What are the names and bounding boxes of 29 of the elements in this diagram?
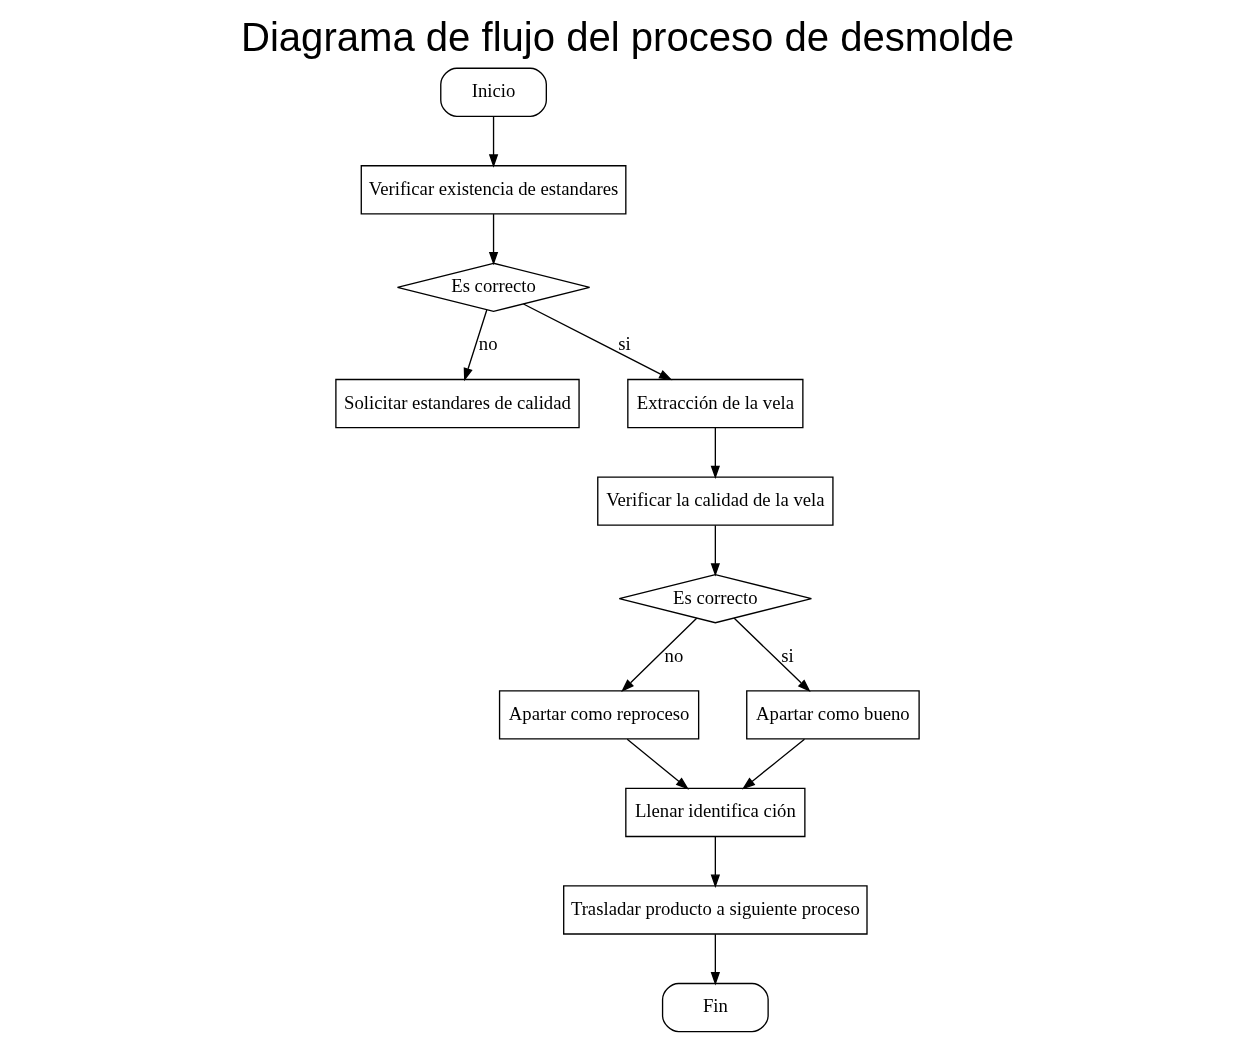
arrow <box>488 115 498 168</box>
arrow <box>710 933 720 986</box>
node-diamond: Es correcto <box>618 573 812 624</box>
arrow <box>522 303 672 381</box>
node-box: Extracción de la vela <box>626 378 804 429</box>
edge-label: no <box>664 644 683 666</box>
node-box: Verificar la calidad de la vela <box>596 476 834 526</box>
diagram-title: Diagrama de flujo del proceso de desmolde <box>240 14 1014 59</box>
node-box: Inicio <box>439 67 547 117</box>
node-box: Fin <box>661 982 769 1033</box>
arrow <box>710 836 720 888</box>
node-box: Apartar como reproceso <box>498 690 699 740</box>
node-diamond: Es correcto <box>396 262 590 313</box>
node-box: Apartar como bueno <box>745 690 920 740</box>
edge-label: si <box>617 333 631 355</box>
node-box: Llenar identifica ción <box>624 787 806 838</box>
edge-label: si <box>780 644 794 666</box>
edge-label: no <box>478 333 498 355</box>
arrow <box>733 617 811 693</box>
arrow <box>620 617 697 693</box>
arrow <box>710 524 720 577</box>
arrow <box>710 427 720 480</box>
arrow <box>741 738 805 790</box>
node-box: Solicitar estandares de calidad <box>334 378 580 429</box>
node-box: Verificar existencia de estandares <box>360 165 626 215</box>
arrow <box>463 309 487 382</box>
node-box: Trasladar producto a siguiente proceso <box>562 885 868 935</box>
arrow <box>626 738 689 790</box>
arrow <box>488 213 498 266</box>
